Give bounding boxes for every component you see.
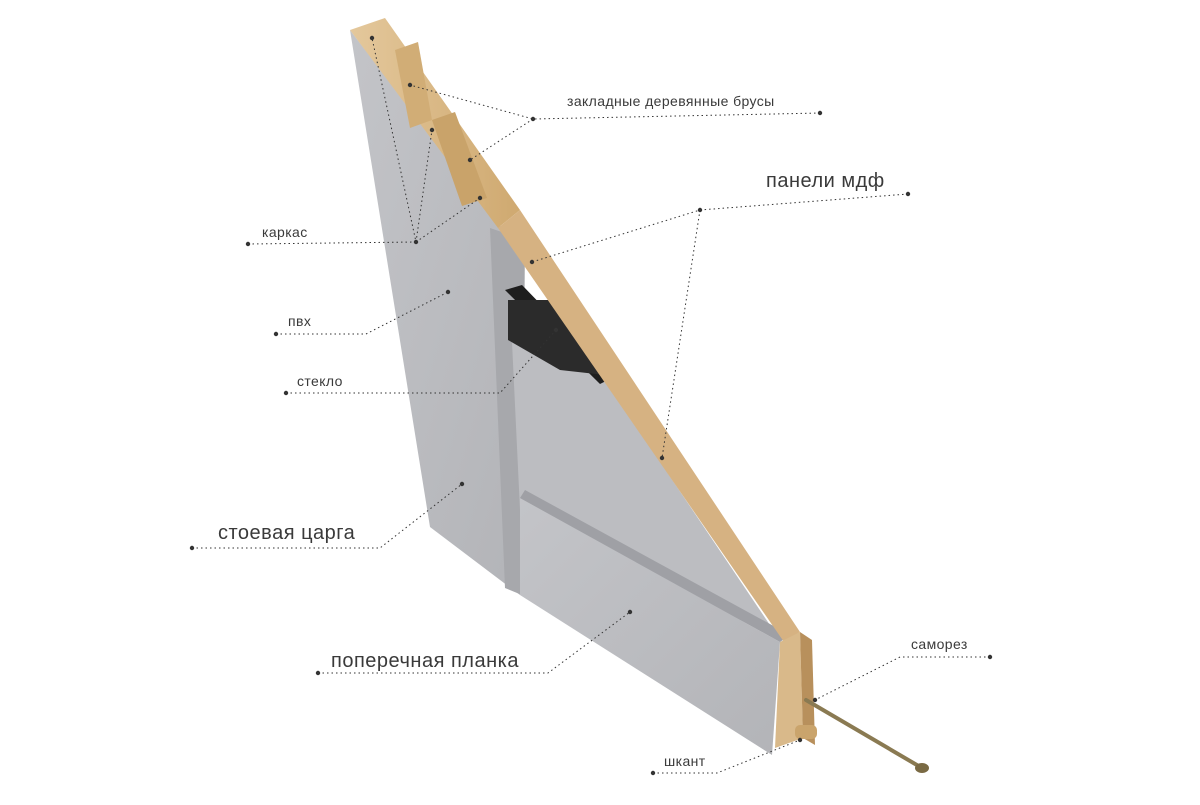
leader-glass (286, 329, 557, 394)
leader-dots (189, 35, 993, 776)
leader-screw (814, 656, 990, 701)
inner-panel-face (510, 300, 780, 640)
glass-slot (508, 300, 605, 375)
leader-rail (318, 611, 631, 674)
wood-edge-side (800, 632, 815, 745)
wood-edge-bottom (775, 632, 803, 748)
leader-pvc (276, 291, 449, 335)
leader-lines (192, 37, 990, 774)
label-pvc: пвх (288, 313, 312, 329)
leader-frame (247, 37, 417, 245)
leader-mdf (531, 193, 909, 263)
label-rail: поперечная планка (331, 650, 519, 672)
leader-inlays-2 (469, 118, 534, 161)
wood-inlay-2 (432, 112, 487, 206)
label-frame: каркас (262, 224, 308, 240)
label-glass: стекло (297, 373, 343, 389)
leader-inlays (409, 84, 821, 120)
leader-dowel (653, 739, 801, 774)
cross-rail-top (520, 490, 790, 642)
dowel (795, 725, 817, 739)
label-inlays: закладные деревянные брусы (567, 93, 775, 109)
stile-face (350, 30, 520, 595)
label-mdf: панели мдф (766, 170, 885, 192)
label-dowel: шкант (664, 753, 706, 769)
cross-rail-face (520, 498, 780, 755)
leader-mdf-2 (661, 209, 701, 459)
screw-head (915, 763, 929, 773)
screw (804, 698, 924, 770)
label-stile: стоевая царга (218, 522, 356, 544)
leader-frame-2 (415, 129, 433, 243)
leader-stile (192, 483, 463, 549)
wood-inlay-1 (395, 42, 432, 128)
mdf-panel-edge (498, 210, 800, 642)
label-screw: саморез (911, 636, 968, 652)
